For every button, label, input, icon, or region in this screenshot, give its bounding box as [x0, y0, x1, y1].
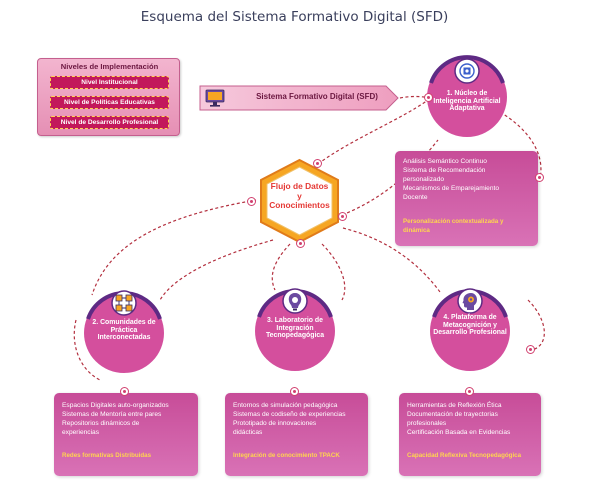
module-4-item-4: Certificación Basada en Evidencias	[407, 429, 511, 436]
module-3-item-2: Sistemas de codiseño de experiencias	[233, 411, 346, 418]
module-3-circle: 3. Laboratorio de Integración Tecnopedag…	[251, 287, 339, 375]
connector-module-4-right	[527, 299, 545, 351]
lab-icon	[284, 290, 306, 312]
sfd-banner-shape	[199, 85, 399, 111]
module-3-item-1: Entornos de simulación pedagógica	[233, 402, 338, 409]
module-4-card: Herramientas de Reflexión Ética Document…	[399, 393, 541, 476]
implementation-levels-box: Niveles de Implementación Nivel Instituc…	[37, 58, 180, 136]
module-2-item-1: Espacios Digitales auto-organizados	[62, 402, 169, 409]
connector-hub-to-module-1	[317, 99, 429, 165]
diagram-title: Esquema del Sistema Formativo Digital (S…	[140, 9, 449, 25]
connector-hub-to-module-1-lower	[341, 139, 439, 216]
connector-marker	[290, 387, 299, 396]
sfd-label: Sistema Formativo Digital (SFD)	[256, 92, 378, 101]
level-desarrollo: Nivel de Desarrollo Profesional	[50, 116, 169, 129]
module-1-circle: 1. Núcleo de Inteligencia Artificial Ada…	[423, 53, 511, 141]
connector-marker	[526, 345, 535, 354]
connector-hub-to-module-4	[342, 227, 441, 293]
sfd-banner: Sistema Formativo Digital (SFD)	[198, 83, 400, 113]
module-4-footer: Capacidad Reflexiva Tecnopedagógica	[407, 452, 522, 459]
connector-marker	[313, 159, 322, 168]
module-1-item-3: personalizado	[403, 176, 445, 183]
connector-marker	[535, 173, 544, 182]
monitor-icon	[204, 87, 226, 109]
module-2-item-4: experiencias	[62, 429, 100, 436]
connector-hub-to-module-3	[271, 243, 291, 291]
connector-hub-to-module-3-right	[321, 243, 346, 301]
ai-chip-icon	[456, 60, 478, 82]
module-4-item-2: Documentación de trayectorias	[407, 411, 498, 418]
module-4-title: 4. Plataforma de Metacognición y Desarro…	[433, 314, 507, 337]
levels-heading: Niveles de Implementación	[60, 62, 159, 71]
module-3-card: Entornos de simulación pedagógica Sistem…	[225, 393, 368, 476]
module-4-circle: 4. Plataforma de Metacognición y Desarro…	[426, 287, 514, 375]
data-flow-hub: Flujo de Datos y Conocimientos	[256, 158, 343, 244]
module-1-card: Análisis Semántico Continuo Sistema de R…	[395, 151, 538, 246]
module-1-item-4: Mecanismos de Emparejamiento	[403, 185, 500, 192]
connector-marker	[120, 387, 129, 396]
connector-hub-to-module-2-lower	[159, 239, 274, 301]
module-3-title: 3. Laboratorio de Integración Tecnopedag…	[265, 317, 325, 340]
module-1-item-1: Análisis Semántico Continuo	[403, 158, 487, 165]
module-1-title: 1. Núcleo de Inteligencia Artificial Ada…	[433, 90, 501, 113]
module-2-item-2: Sistemas de Mentoría entre pares	[62, 411, 162, 418]
module-3-item-4: didácticas	[233, 429, 263, 436]
level-politicas: Nivel de Políticas Educativas	[50, 96, 169, 109]
module-3-footer: Integración de conocimiento TPACK	[233, 452, 340, 459]
connector-marker	[247, 197, 256, 206]
module-4-item-3: profesionales	[407, 420, 447, 427]
connector-hub-to-module-2	[91, 199, 257, 296]
module-1-item-2: Sistema de Recomendación	[403, 167, 486, 174]
module-2-item-3: Repositorios dinámicos de	[62, 420, 140, 427]
module-2-title: 2. Comunidades de Práctica Interconectad…	[92, 319, 156, 342]
connector-module-1-to-card	[499, 111, 542, 179]
module-3-item-3: Prototipado de innovaciones	[233, 420, 317, 427]
connector-module-2-left	[73, 319, 101, 381]
module-2-footer: Redes formativas Distribuidas	[62, 452, 152, 459]
module-2-circle: 2. Comunidades de Práctica Interconectad…	[80, 289, 168, 377]
level-institucional: Nivel Institucional	[50, 76, 169, 89]
connector-marker	[465, 387, 474, 396]
head-gear-icon	[459, 290, 481, 312]
module-1-item-5: Docente	[403, 194, 428, 201]
connector-marker	[424, 93, 433, 102]
network-icon	[113, 292, 135, 314]
connector-marker	[338, 212, 347, 221]
hub-label: Flujo de Datos y Conocimientos	[269, 181, 330, 211]
module-4-item-1: Herramientas de Reflexión Ética	[407, 402, 502, 409]
connector-marker	[296, 239, 305, 248]
module-1-footer: Personalización contextualizada y dinámi…	[403, 218, 504, 234]
module-2-card: Espacios Digitales auto-organizados Sist…	[54, 393, 198, 476]
